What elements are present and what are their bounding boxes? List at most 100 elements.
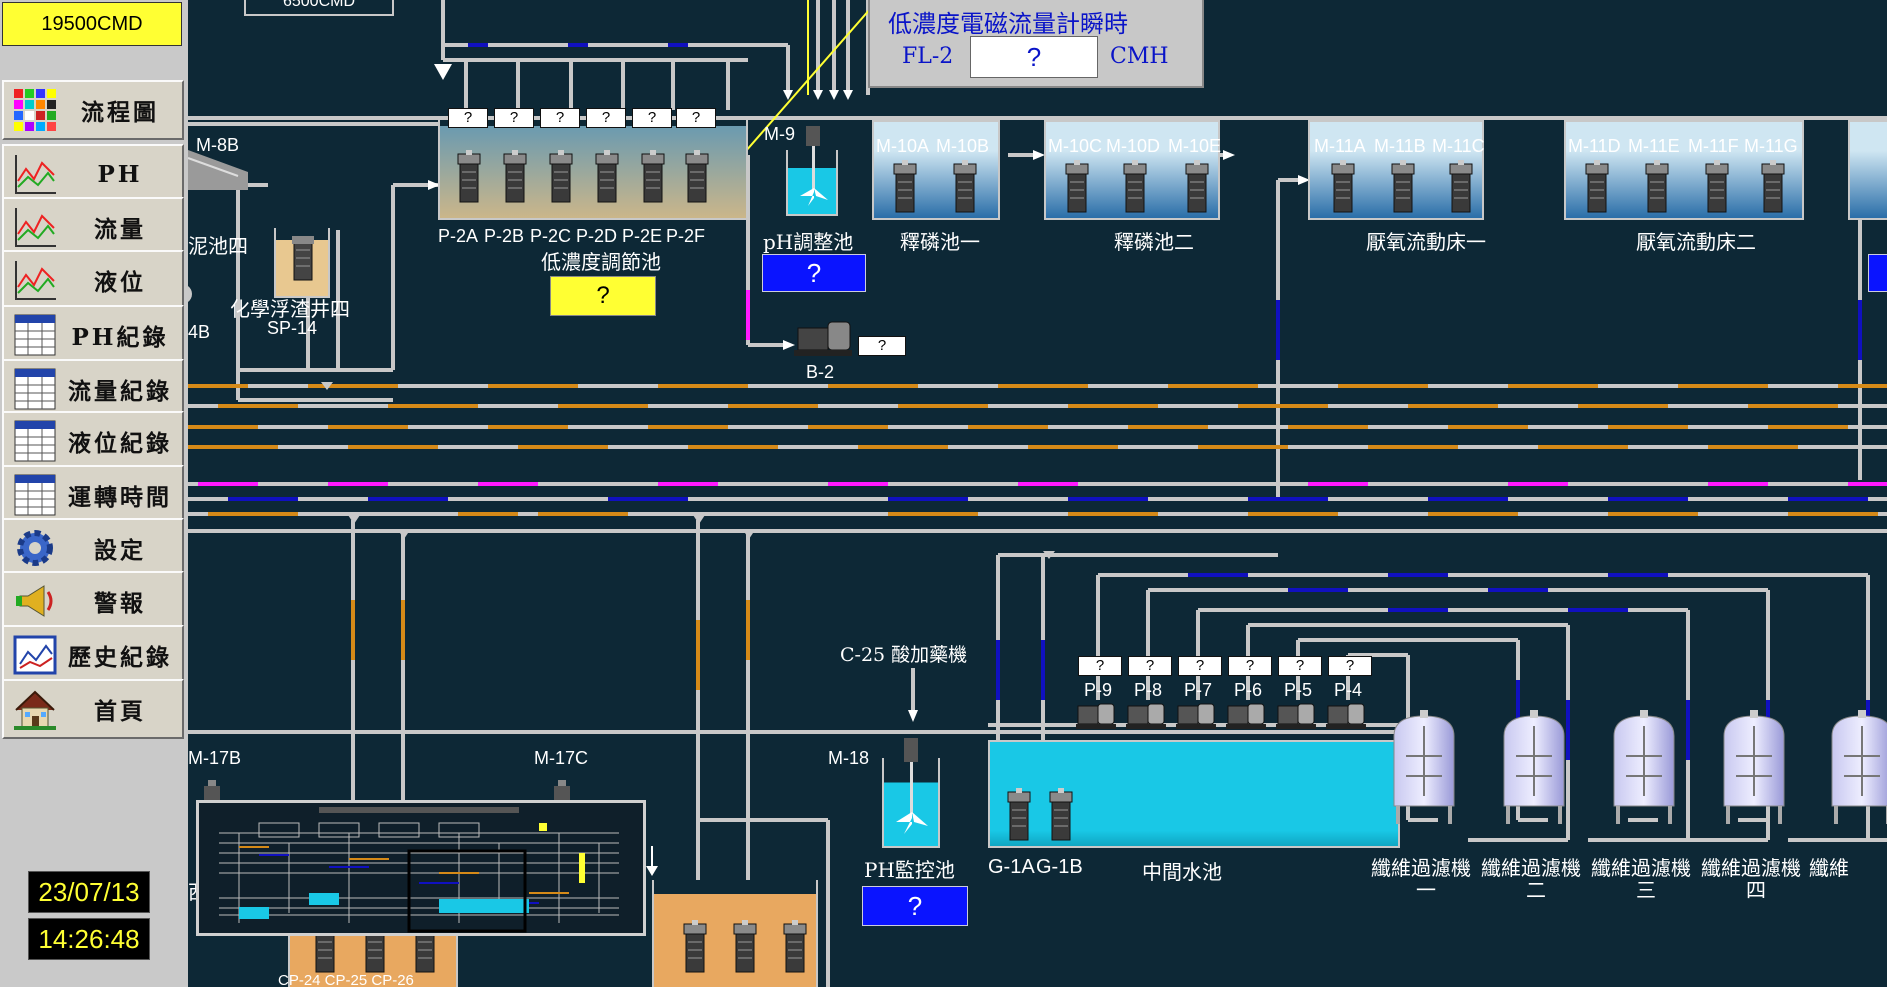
time-display: 14:26:48 [28,918,150,960]
intermediate-pump-value: ? [1128,656,1172,676]
mixer-m9-icon [800,126,828,206]
sump-pump-icon [1007,788,1031,841]
mixer-pump-icon [1123,160,1147,213]
intermediate-pump-value: ? [1328,656,1372,676]
equalization-level-value: ? [550,276,656,316]
pump-4b-icon [188,286,192,302]
transfer-pump-icon [1126,703,1166,729]
nav-label: PH紀錄 [71,324,169,351]
bottom-pumps-label: CP-24 CP-25 CP-26 [278,972,414,987]
scum-well-tag: SP-14 [267,318,318,338]
equalization-pump-label: P-2C [530,226,572,246]
blower-b2-label: B-2 [806,362,835,382]
nav-label: 運轉時間 [68,484,172,511]
intermediate-pump-label: P-4 [1334,680,1363,700]
nav-label: 首頁 [94,698,146,725]
nav-label: 液位紀錄 [68,430,172,457]
minimap-arrow-icon [646,846,658,876]
nav-flow-record-button[interactable]: 流量紀錄 [2,359,184,419]
blower-b2-icon [794,321,852,356]
intermediate-pump-value: ? [1278,656,1322,676]
nav-label: 警報 [94,590,146,617]
nav-flowchart-button[interactable]: 流程圖 [2,80,184,140]
date-display: 23/07/13 [28,871,150,913]
nav-label: 流量紀錄 [68,378,172,405]
equalization-pump-value: ? [540,108,580,128]
nav-ph-button[interactable]: PH [2,144,184,204]
sump-pump-g1b-label: G-1B [1036,856,1083,878]
mixer-m18-icon [896,738,928,834]
nav-label: PH [97,160,143,188]
mixer-label: M-11E [1628,136,1680,156]
submersible-pump-icon [595,150,619,203]
equalization-tank-name: 低濃度調節池 [541,250,661,274]
line-chart-icon [15,208,56,247]
mixer-label: M-10C [1048,136,1103,156]
flowmeter-value: ? [970,36,1098,78]
mixer-label: M-11A [1314,136,1366,156]
overview-minimap[interactable] [196,800,646,936]
grid-icon [14,89,56,131]
equalization-pump-value: ? [494,108,534,128]
line-chart-icon [15,155,56,194]
nav-alarm-button[interactable]: 警報 [2,571,184,631]
mixer-label: M-11C [1432,136,1485,156]
equalization-pump-label: P-2E [622,226,663,246]
intermediate-pump-value: ? [1178,656,1222,676]
transfer-pump-icon [1176,703,1216,729]
nav-settings-button[interactable]: 設定 [2,518,184,578]
sump-pump-icon [1049,788,1073,841]
nav-flow-button[interactable]: 流量 [2,197,184,257]
transfer-pump-icon [1276,703,1316,729]
nav-label: 設定 [94,537,146,564]
mixer-pump-icon [1645,160,1669,213]
flow-rate-tag: 19500CMD [2,2,182,46]
equalization-pump-label: P-2F [666,226,706,246]
mixer-label: M-11B [1374,136,1426,156]
fiber-filter-icon [1393,710,1455,824]
mixer-pump-icon [1185,160,1209,213]
blower-b2-value: ? [858,336,906,356]
scum-well-name: 化學浮渣井四 [230,297,350,321]
equalization-pump-value: ? [586,108,626,128]
mixer-label: M-10D [1106,136,1161,156]
phos-release-tank-1-name: 釋磷池一 [900,230,980,254]
flowmeter-panel: 低濃度電磁流量計瞬時 FL-2 ? CMH [868,0,1204,88]
nav-level-record-button[interactable]: 液位紀錄 [2,411,184,471]
mixer-pump-icon [893,160,917,213]
nav-home-button[interactable]: 首頁 [2,679,184,739]
sidebar: 19500CMD 流程圖 PH 流量 液位 PH紀錄 流量紀錄 液位紀錄 運轉時… [0,0,188,987]
partial-tank-right [1848,120,1887,220]
fiber-filter-number: 三 [1636,878,1656,902]
intermediate-pump-label: P-5 [1284,680,1313,700]
nav-label: 液位 [94,269,146,296]
intermediate-pump-value: ? [1078,656,1122,676]
equalization-pump-label: P-2D [576,226,618,246]
submersible-pump-icon [503,150,527,203]
partial-value-right [1868,254,1887,292]
alarm-horn-icon [16,585,53,617]
sump-pump-g1a-label: G-1A [988,856,1035,878]
partial-flow-box: 6500CMD [244,0,394,16]
ph-adjust-value: ? [762,254,866,292]
submersible-pump-icon [685,150,709,203]
nav-level-button[interactable]: 液位 [2,250,184,310]
nav-ph-record-button[interactable]: PH紀錄 [2,305,184,365]
nav-label: 歷史紀錄 [68,644,172,671]
mixer-m17c-icon [554,780,570,802]
nav-runtime-button[interactable]: 運轉時間 [2,465,184,525]
fiber-filter-number: 二 [1526,878,1546,902]
sludge-tank-label: 泥池四 [188,234,248,258]
minimap-diagram [219,807,619,933]
intermediate-pump-label: P-6 [1234,680,1263,700]
equalization-pump-label: P-2B [484,226,525,246]
fiber-filter-label: 纖維 [1809,856,1849,880]
nav-label: 流量 [94,216,146,243]
ph-monitor-tank-name: PH監控池 [864,858,955,882]
fiber-filter-label: 纖維過濾機 [1481,856,1581,880]
nav-history-button[interactable]: 歷史紀錄 [2,625,184,685]
intermediate-pump-label: P-8 [1134,680,1163,700]
fiber-filter-icon [1723,710,1785,824]
pump-4b-label: 4B [188,322,211,342]
ph-adjust-tank-name: pH調整池 [763,230,854,254]
